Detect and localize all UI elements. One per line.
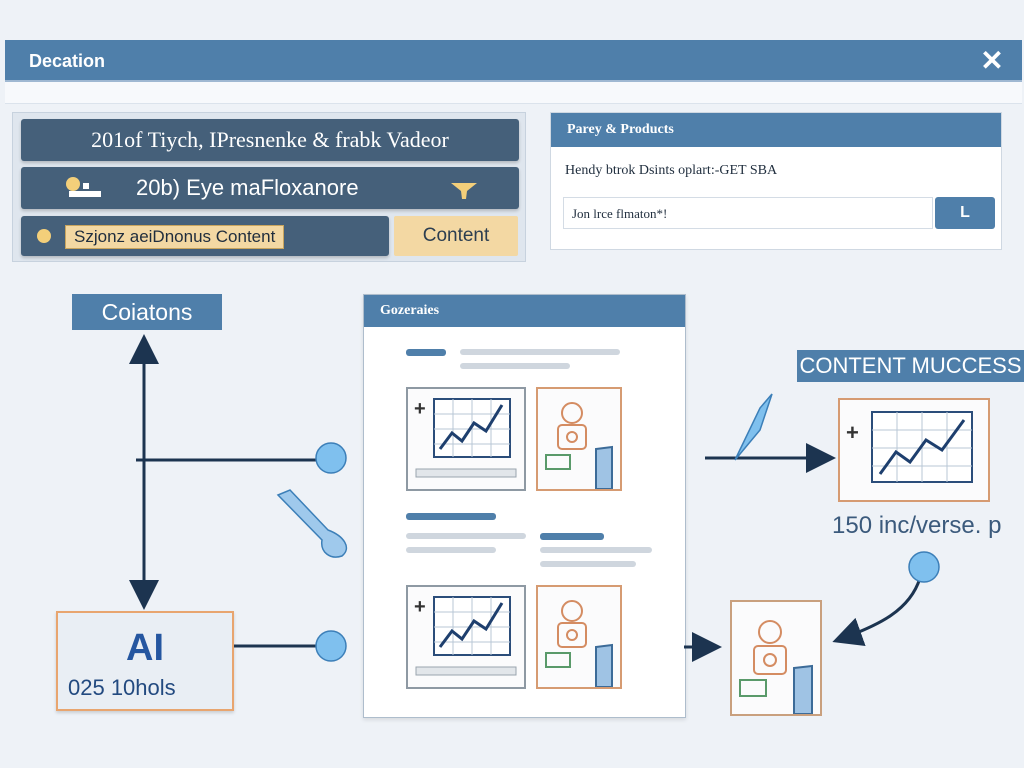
chart-icon: + (414, 398, 517, 478)
status-dot (37, 229, 51, 243)
output-stat: 150 inc/verse. p (832, 512, 1002, 539)
chart-card[interactable]: + (406, 585, 526, 689)
doc-line (460, 349, 620, 355)
output-chart-card[interactable]: + (838, 398, 990, 502)
connector-node[interactable] (908, 551, 940, 583)
products-panel-header: Parey & Products (551, 113, 1001, 147)
camera-icon (66, 177, 101, 197)
svg-text:+: + (414, 596, 426, 618)
connector-node[interactable] (315, 442, 347, 474)
doc-line (460, 363, 570, 369)
menu-row-1[interactable]: 201of Tiych, IPresnenke & frabk Vadeor (21, 119, 519, 161)
content-success-label: CONTENT MUCCESS (797, 350, 1024, 382)
doc-line (540, 561, 636, 567)
lightbulb-icon (451, 183, 477, 199)
chart-card[interactable]: + (406, 387, 526, 491)
close-icon[interactable]: ✕ (980, 45, 1004, 76)
svg-text:+: + (846, 420, 859, 445)
svg-text:+: + (414, 398, 426, 420)
output-robot-card[interactable] (730, 600, 822, 716)
doc-line (540, 547, 652, 553)
left-panel: 201of Tiych, IPresnenke & frabk Vadeor 2… (12, 112, 526, 262)
ai-title: AI (126, 627, 164, 669)
pen-icon (276, 489, 348, 558)
products-input[interactable]: Jon lrce flmaton*! (563, 197, 933, 229)
robot-card[interactable] (536, 387, 622, 491)
document-header: Gozeraies (364, 295, 685, 327)
chart-icon: + (846, 411, 973, 483)
content-button[interactable]: Content (394, 216, 518, 256)
ai-numbers: 025 10hols (68, 675, 176, 700)
generated-document: Gozeraies + + (363, 294, 686, 718)
content-chip: Szjonz aeiDnonus Content (65, 225, 285, 249)
connector-node[interactable] (315, 630, 347, 662)
doc-line (406, 533, 526, 539)
menu-row-2[interactable]: 20b) Eye maFloxanore (21, 167, 519, 209)
window-titlebar: Decation ✕ (5, 40, 1022, 82)
pen-icon (734, 393, 773, 461)
doc-line (406, 513, 496, 520)
ai-node[interactable]: AI 025 10hols (56, 611, 234, 711)
products-submit-button[interactable]: L (935, 197, 995, 229)
menu-row-3[interactable]: Szjonz aeiDnonus Content (21, 216, 389, 256)
products-panel: Parey & Products Hendy btrok Dsints opla… (550, 112, 1002, 250)
products-panel-text: Hendy btrok Dsints oplart:-GET SBA (565, 163, 778, 178)
doc-line (406, 349, 446, 356)
cations-label: Coiatons (72, 294, 222, 330)
robot-card[interactable] (536, 585, 622, 689)
toolbar-strip (5, 82, 1022, 104)
chart-icon: + (414, 596, 517, 676)
doc-line (406, 547, 496, 553)
window-title: Decation (29, 51, 106, 71)
return-arrow (832, 577, 922, 647)
menu-row-2-label: 20b) Eye maFloxanore (136, 175, 359, 200)
doc-line (540, 533, 604, 540)
